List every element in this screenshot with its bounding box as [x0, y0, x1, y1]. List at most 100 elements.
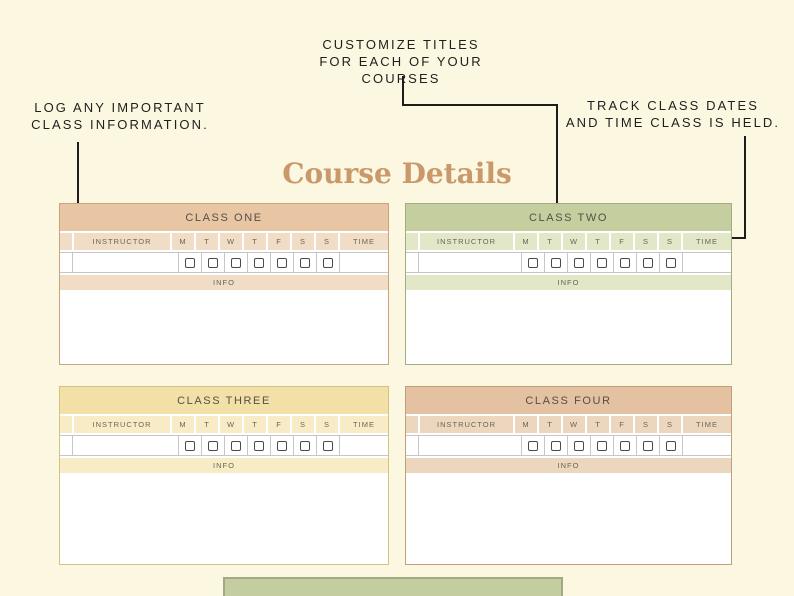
time-column-header: TIME [340, 233, 388, 250]
checkbox-icon [323, 440, 333, 451]
checkbox-icon [620, 257, 630, 268]
day-checkbox-cell[interactable] [568, 436, 590, 455]
instructor-input[interactable] [419, 253, 521, 272]
time-input[interactable] [340, 436, 388, 455]
info-input[interactable] [406, 292, 731, 364]
day-checkbox-cell[interactable] [179, 436, 201, 455]
day-checkbox-cell[interactable] [294, 253, 316, 272]
checkbox-icon [574, 440, 584, 451]
day-column-header: T [244, 416, 266, 433]
day-column-header: F [268, 233, 290, 250]
checkbox-icon [300, 257, 310, 268]
checkbox-icon [643, 257, 653, 268]
day-column-header: T [539, 233, 561, 250]
checkbox-icon [574, 257, 584, 268]
day-column-header: S [635, 233, 657, 250]
day-checkbox-cell[interactable] [637, 436, 659, 455]
day-checkbox-cell[interactable] [545, 253, 567, 272]
day-column-header: F [268, 416, 290, 433]
annotation-customize-titles: CUSTOMIZE TITLES FOR EACH OF YOUR COURSE… [319, 37, 483, 86]
entry-row [60, 252, 388, 273]
day-column-header: F [611, 416, 633, 433]
day-checkbox-cell[interactable] [202, 436, 224, 455]
time-input[interactable] [340, 253, 388, 272]
day-checkbox-cell[interactable] [248, 436, 270, 455]
class-title: CLASS THREE [177, 394, 271, 407]
day-column-header: S [292, 233, 314, 250]
day-checkbox-cell[interactable] [660, 253, 682, 272]
day-checkbox-cell[interactable] [225, 253, 247, 272]
day-checkbox-cell[interactable] [614, 436, 636, 455]
checkbox-icon [300, 440, 310, 451]
instructor-input[interactable] [419, 436, 521, 455]
day-column-header: F [611, 233, 633, 250]
day-column-header: T [244, 233, 266, 250]
checkbox-icon [208, 440, 218, 451]
checkbox-icon [277, 257, 287, 268]
day-checkbox-cell[interactable] [614, 253, 636, 272]
corner-cell [406, 233, 418, 250]
day-checkbox-cell[interactable] [271, 253, 293, 272]
info-band: INFO [60, 458, 388, 473]
checkbox-icon [551, 440, 561, 451]
checkbox-icon [597, 440, 607, 451]
day-checkbox-cell[interactable] [225, 436, 247, 455]
day-checkbox-cell[interactable] [637, 253, 659, 272]
checkbox-icon [597, 257, 607, 268]
page-title: Course Details [282, 157, 512, 190]
info-input[interactable] [60, 292, 388, 364]
corner-cell [60, 233, 72, 250]
day-checkbox-cell[interactable] [591, 253, 613, 272]
day-checkbox-cell[interactable] [248, 253, 270, 272]
class-card-four: CLASS FOUR INSTRUCTOR M T W T F S S TIME [405, 386, 732, 565]
day-checkbox-cell[interactable] [591, 436, 613, 455]
day-column-header: S [292, 416, 314, 433]
day-checkbox-cell[interactable] [202, 253, 224, 272]
day-checkbox-cell[interactable] [660, 436, 682, 455]
checkbox-icon [254, 257, 264, 268]
info-input[interactable] [60, 475, 388, 564]
checkbox-icon [277, 440, 287, 451]
entry-row [60, 435, 388, 456]
day-column-header: S [316, 416, 338, 433]
checkbox-icon [528, 257, 538, 268]
corner-input-cell [406, 253, 418, 272]
day-checkbox-cell[interactable] [179, 253, 201, 272]
instructor-input[interactable] [73, 253, 178, 272]
day-checkbox-cell[interactable] [522, 253, 544, 272]
instructor-input[interactable] [73, 436, 178, 455]
time-input[interactable] [683, 253, 731, 272]
connector-line-mid-h [402, 104, 558, 106]
column-header-row: INSTRUCTOR M T W T F S S TIME [406, 416, 731, 433]
column-header-row: INSTRUCTOR M T W T F S S TIME [60, 233, 388, 250]
connector-line-right-h [726, 237, 746, 239]
info-band: INFO [406, 458, 731, 473]
checkbox-icon [528, 440, 538, 451]
info-band: INFO [406, 275, 731, 290]
day-checkbox-cell[interactable] [317, 253, 339, 272]
checkbox-icon [323, 257, 333, 268]
day-column-header: T [539, 416, 561, 433]
day-checkbox-cell[interactable] [522, 436, 544, 455]
checkbox-icon [208, 257, 218, 268]
day-column-header: S [635, 416, 657, 433]
day-checkbox-cell[interactable] [545, 436, 567, 455]
checkbox-icon [231, 440, 241, 451]
class-card-header: CLASS THREE [60, 387, 388, 414]
day-checkbox-cell[interactable] [317, 436, 339, 455]
column-header-row: INSTRUCTOR M T W T F S S TIME [406, 233, 731, 250]
class-title: CLASS TWO [529, 211, 608, 224]
instructor-column-header: INSTRUCTOR [74, 233, 170, 250]
day-column-header: T [196, 416, 218, 433]
time-input[interactable] [683, 436, 731, 455]
column-header-row: INSTRUCTOR M T W T F S S TIME [60, 416, 388, 433]
info-input[interactable] [406, 475, 731, 564]
day-checkbox-cell[interactable] [568, 253, 590, 272]
connector-line-mid-v1 [402, 76, 404, 106]
day-column-header: S [659, 233, 681, 250]
day-checkbox-cell[interactable] [271, 436, 293, 455]
connector-line-mid-v2 [556, 104, 558, 204]
time-column-header: TIME [683, 416, 731, 433]
day-checkbox-cell[interactable] [294, 436, 316, 455]
